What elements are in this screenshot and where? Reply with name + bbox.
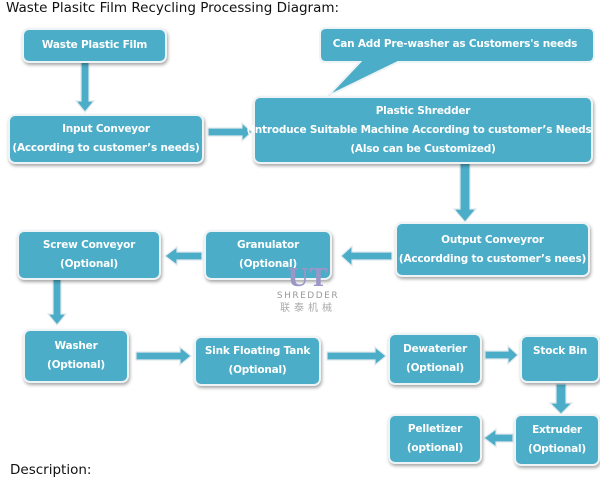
node-sink-floating-tank: Sink Floating Tank (Optional) [194,336,321,386]
arrow-extruder-to-pelletizer [483,427,514,449]
node-sublabel: (According to customer’s needs) [12,142,200,154]
arrow-shredder-to-output [452,162,478,223]
node-label: Stock Bin [533,345,587,357]
diagram-title: Waste Plasitc Film Recycling Processing … [6,0,340,16]
node-label: Dewaterier [403,343,467,355]
arrow-granulator-to-screw [164,245,203,267]
node-sublabel: (optional) [406,442,464,454]
node-sublabel: (Accordding to customer’s nees) [398,252,587,265]
node-input-conveyor: Input Conveyor (According to customer’s … [8,114,204,164]
node-sublabel: (Optional) [46,359,106,371]
arrow-washer-to-sink [135,345,192,367]
watermark: UT SHREDDER 联泰机械 [272,266,344,316]
node-sublabel: (Optional) [527,443,587,455]
node-label: Input Conveyor [62,123,150,135]
arrow-input-to-shredder [207,121,253,143]
node-sublabel: (Optional) [405,362,465,374]
node-label: Waste Plastic Film [41,39,148,51]
node-screw-conveyor: Screw Conveyor (Optional) [17,230,161,280]
description-heading: Description: [10,462,92,478]
watermark-logo: UT [287,263,329,292]
arrow-dewaterier-to-stockbin [484,344,519,366]
node-label: Granulator [237,239,299,251]
node-washer: Washer (Optional) [23,329,129,383]
node-plastic-shredder: Plastic Shredder (Introduce Suitable Mac… [246,96,600,164]
arrow-output-to-granulator [340,244,393,268]
node-dewaterier: Dewaterier (Optional) [388,333,482,385]
watermark-brand: SHREDDER [276,291,340,301]
callout-text: Can Add Pre-washer as Customers's needs [332,38,578,50]
node-granulator: Granulator (Optional) [204,230,332,280]
node-label: Output Conveyror [441,233,544,246]
node-stock-bin: Stock Bin [520,335,600,383]
node-extruder: Extruder (Optional) [514,414,600,466]
arrow-sink-to-dewaterier [326,345,387,367]
watermark-chinese: 联泰机械 [280,303,336,314]
node-sublabel: (Introduce Suitable Machine According to… [246,123,600,136]
node-label: Pelletizer [407,423,463,435]
node-output-conveyor: Output Conveyror (Accordding to customer… [395,222,590,277]
node-sublabel-2: (Also can be Customized) [350,142,496,155]
node-waste-plastic-film: Waste Plastic Film [22,28,167,63]
node-label: Extruder [532,424,582,436]
node-sublabel: (Optional) [59,258,119,270]
arrow-screw-to-washer [46,278,68,326]
node-label: Washer [54,340,98,352]
node-label: Plastic Shredder [375,104,471,117]
arrow-waste-to-input [74,61,96,113]
node-sublabel: (Optional) [238,258,298,270]
node-pelletizer: Pelletizer (optional) [388,414,482,464]
node-label: Sink Floating Tank [204,345,311,357]
node-sublabel: (Optional) [228,364,287,376]
node-label: Screw Conveyor [42,239,136,251]
arrow-stockbin-to-extruder [548,383,574,415]
